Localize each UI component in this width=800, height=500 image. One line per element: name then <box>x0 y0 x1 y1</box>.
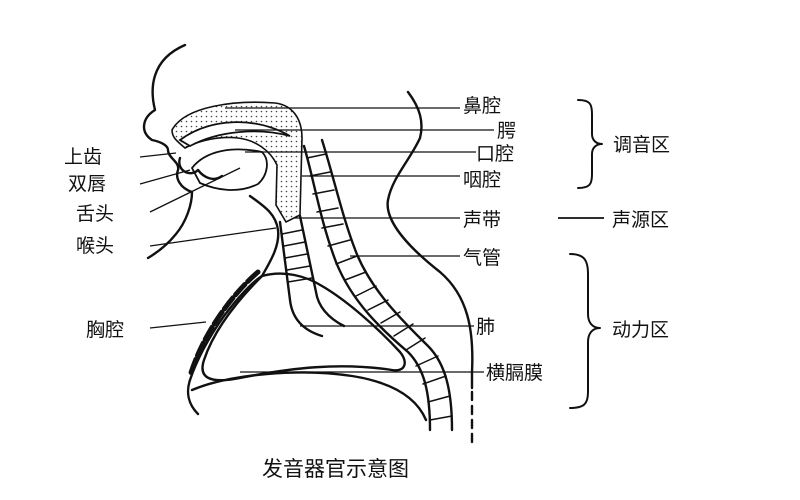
label-lung: 肺 <box>476 316 495 338</box>
bracket-articulation <box>577 99 603 189</box>
trachea-outline-front <box>278 220 324 338</box>
label-larynx: 喉头 <box>76 235 114 257</box>
label-upper-teeth: 上齿 <box>64 146 102 168</box>
left-labels: 上齿 双唇 舌头 喉头 胸腔 <box>64 146 277 341</box>
rib-stroke <box>187 269 261 379</box>
label-palate: 腭 <box>497 120 516 142</box>
face-profile <box>142 43 194 260</box>
label-chest-cavity: 胸腔 <box>86 319 124 341</box>
right-labels: 鼻腔 腭 口腔 咽腔 声带 气管 肺 横膈膜 <box>225 95 543 384</box>
head-back <box>386 90 474 390</box>
anatomy-drawing <box>142 43 474 444</box>
label-trachea: 气管 <box>463 247 501 269</box>
palate-shape <box>178 121 291 148</box>
tongue-shape <box>190 148 268 191</box>
label-tongue: 舌头 <box>76 203 114 225</box>
spine-back <box>320 138 454 432</box>
throat-wall <box>248 194 280 278</box>
label-nasal-cavity: 鼻腔 <box>463 95 501 117</box>
lung-outline <box>201 272 406 382</box>
label-diaphragm: 横膈膜 <box>486 362 543 384</box>
figure-caption: 发音器官示意图 <box>262 457 409 481</box>
leader-larynx <box>149 227 277 247</box>
label-pharynx: 咽腔 <box>463 169 501 191</box>
spine-segments <box>306 153 453 421</box>
leader-lips <box>139 169 191 185</box>
diaphragm-curve <box>190 371 428 422</box>
trachea-outline-back <box>298 214 346 328</box>
group-brackets: 调音区 声源区 动力区 <box>558 99 670 409</box>
leader-chest-cavity <box>149 321 207 329</box>
group-label-sound-source: 声源区 <box>612 209 669 231</box>
leader-upper-teeth <box>139 152 177 158</box>
leader-tongue <box>149 167 241 213</box>
group-label-power: 动力区 <box>612 319 669 341</box>
bracket-power <box>569 253 601 409</box>
group-label-articulation: 调音区 <box>613 134 670 156</box>
chest-wall <box>186 274 264 416</box>
lower-jaw <box>178 156 224 181</box>
label-oral-cavity: 口腔 <box>476 143 514 165</box>
label-vocal-cords: 声带 <box>463 209 501 231</box>
label-lips: 双唇 <box>68 173 106 195</box>
spine-front <box>302 144 432 432</box>
